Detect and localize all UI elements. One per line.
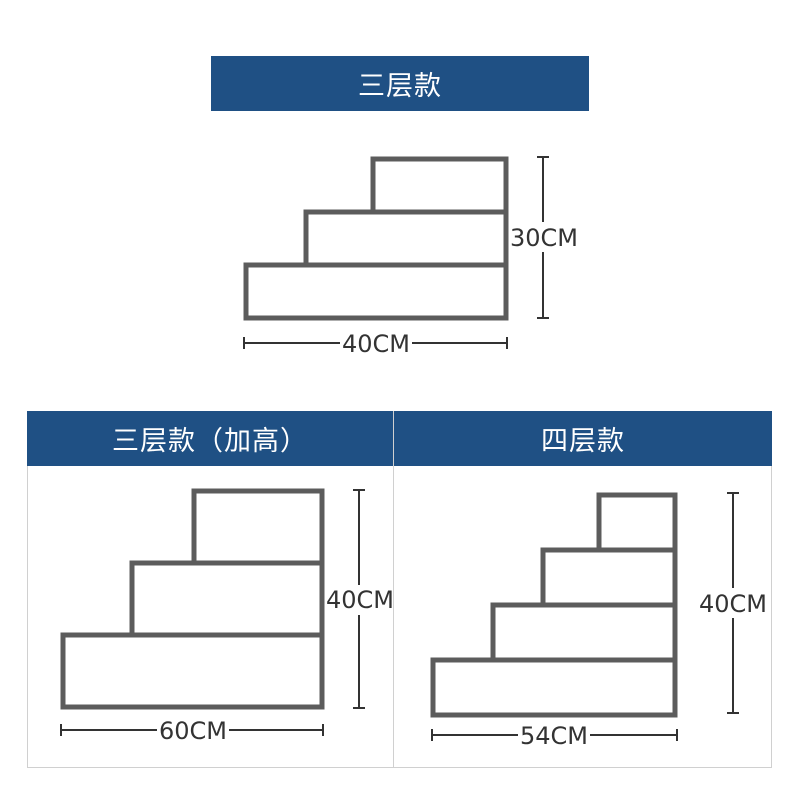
three-tier-height-dimension: 30CM — [510, 156, 580, 319]
step-middle — [303, 209, 509, 268]
step-top — [370, 156, 509, 215]
title-four-tier-text: 四层款 — [541, 426, 625, 457]
three-tier-raised-height-label: 40CM — [326, 586, 394, 614]
three-tier-stairs — [243, 156, 509, 321]
title-three-tier: 三层款 — [211, 56, 589, 111]
step-third — [490, 602, 678, 663]
four-tier-height-label: 40CM — [699, 590, 767, 618]
title-four-tier: 四层款 — [394, 411, 772, 466]
three-tier-raised-width-label: 60CM — [159, 717, 227, 745]
four-tier-stairs — [430, 492, 678, 718]
three-tier-raised-stairs — [60, 488, 325, 710]
three-tier-raised-height-dimension: 40CM — [326, 489, 394, 709]
three-tier-height-label: 30CM — [510, 224, 578, 252]
step-top — [596, 492, 678, 553]
four-tier-height-dimension: 40CM — [699, 492, 767, 714]
four-tier-width-dimension: 54CM — [431, 722, 678, 750]
step-bottom — [430, 657, 678, 718]
three-tier-width-dimension: 40CM — [243, 330, 508, 358]
panel-divider — [393, 411, 394, 768]
step-second — [540, 547, 678, 608]
step-middle — [129, 560, 325, 638]
three-tier-raised-width-dimension: 60CM — [60, 717, 324, 745]
four-tier-width-label: 54CM — [520, 722, 588, 750]
step-bottom — [243, 262, 509, 321]
three-tier-width-label: 40CM — [342, 330, 410, 358]
step-top — [191, 488, 325, 566]
step-bottom — [60, 632, 325, 710]
title-three-tier-text: 三层款 — [358, 71, 442, 102]
title-three-tier-raised: 三层款（加高） — [27, 411, 393, 466]
title-three-tier-raised-text: 三层款（加高） — [112, 426, 308, 457]
